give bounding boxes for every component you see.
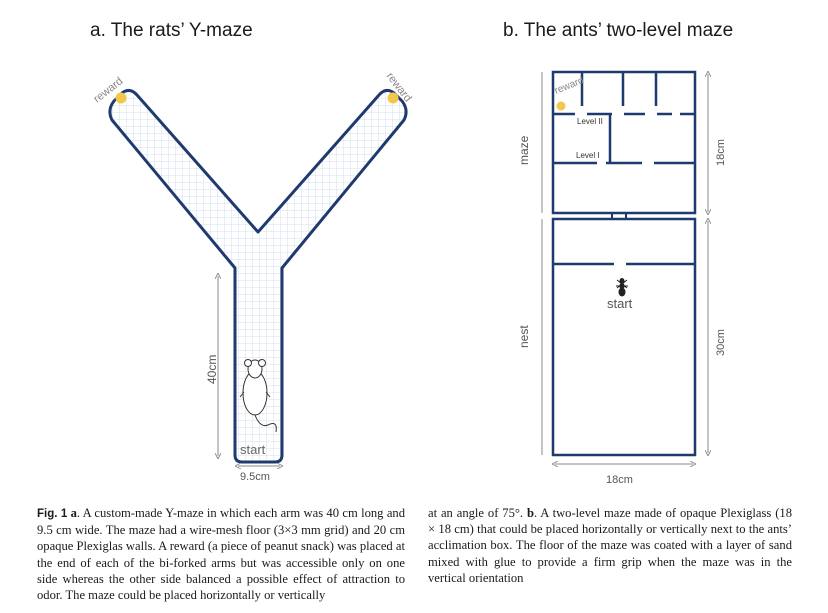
reward-label-b: reward (553, 75, 585, 97)
maze-connector (611, 214, 627, 218)
ant-icon (616, 278, 628, 297)
panel-a-title: a. The rats’ Y-maze (90, 20, 253, 41)
figure-svg: reward reward start 40cm 9.5cm (91, 70, 727, 486)
ant-maze (551, 70, 697, 457)
level2-label: Level II (577, 117, 603, 126)
caption-b-letter: b (526, 506, 534, 520)
caption-a-letter: a (70, 506, 77, 520)
width-dim-label-a: 9.5cm (240, 471, 270, 483)
reward-dot-b (556, 101, 566, 111)
y-maze-start-label: start (240, 442, 266, 457)
level1-label: Level I (576, 151, 600, 160)
maze-side-label: maze (517, 135, 531, 165)
maze-height-dim-label: 18cm (715, 139, 727, 166)
caption-b-text: . A two-level maze made of opaque Plexig… (428, 506, 792, 585)
caption-column-right: at an angle of 75°. b. A two-level maze … (428, 505, 792, 586)
caption-fig-label: Fig. 1 (37, 508, 68, 520)
width-dim-label-b: 18cm (606, 474, 633, 486)
caption-a-text-right: at an angle of 75°. (428, 506, 527, 520)
caption-a-text-left: . A custom-made Y-maze in which each arm… (37, 506, 406, 603)
ant-maze-start-label: start (607, 296, 633, 311)
rat-icon (239, 359, 277, 433)
nest-height-dim-label: 30cm (715, 329, 727, 356)
reward-dot-right (387, 92, 399, 104)
reward-dot-left (115, 92, 127, 104)
nest-side-label: nest (517, 325, 531, 348)
caption-column-left: Fig. 1 a. A custom-made Y-maze in which … (37, 505, 405, 603)
panel-b-title: b. The ants’ two-level maze (503, 20, 734, 41)
nest-box (551, 217, 697, 457)
height-dim-label-a: 40cm (205, 355, 219, 384)
